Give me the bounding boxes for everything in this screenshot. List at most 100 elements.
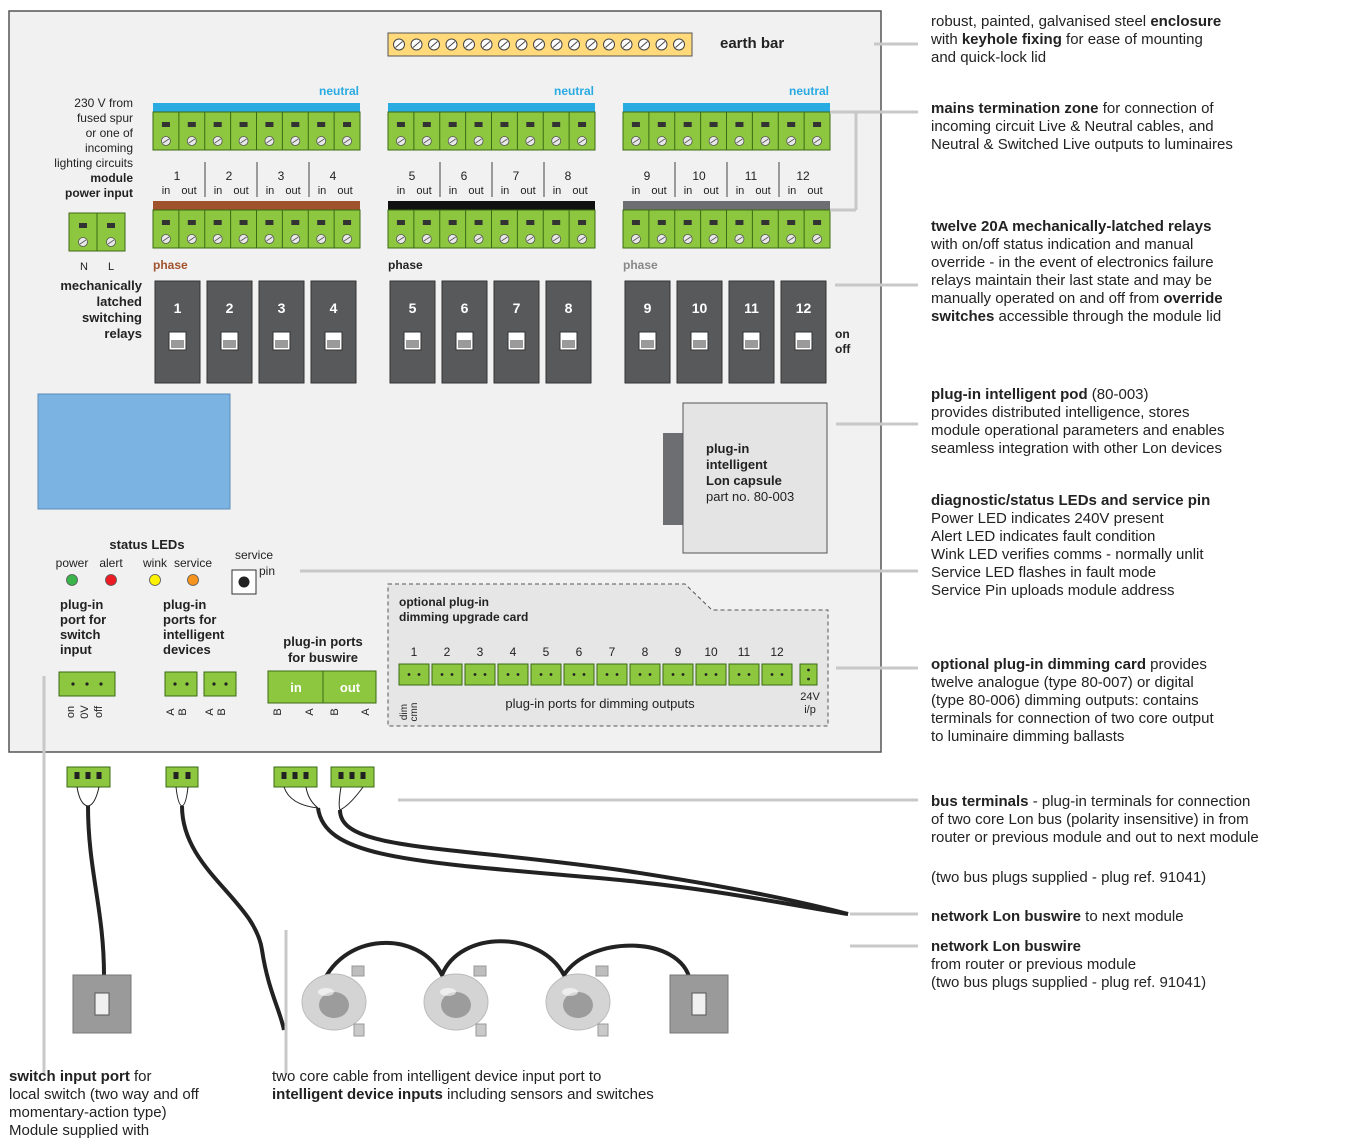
terminal-slot: [578, 122, 587, 127]
dim-port: [464, 663, 496, 686]
screw-slot: [423, 138, 431, 144]
annotation-span: to next module: [1081, 908, 1184, 925]
relay-side-label: switching: [82, 310, 142, 325]
screw-slot: [787, 138, 795, 144]
out-label: out: [233, 185, 248, 197]
terminal-slot: [552, 220, 561, 225]
terminal-slot: [683, 122, 692, 127]
terminal-slot: [787, 122, 796, 127]
terminal-slot: [187, 220, 196, 225]
plug-pin: [85, 772, 91, 779]
dim-number: 4: [510, 645, 517, 659]
terminal-slot: [500, 220, 509, 225]
screw-slot: [79, 239, 87, 245]
port-pin: [71, 682, 75, 686]
plug-pin: [360, 772, 366, 779]
sensor-clip: [351, 965, 365, 977]
switch-rocker: [94, 992, 110, 1016]
override-switch-lever: [327, 340, 340, 348]
alert-led-icon: [105, 574, 117, 586]
terminal-slot: [422, 122, 431, 127]
annotation-span: for connection of: [1098, 100, 1214, 117]
annotation-bold: plug-in intelligent pod: [931, 386, 1088, 403]
port-pin: [407, 673, 411, 676]
switch-pin-label: 0V: [79, 705, 91, 719]
bus-pin-label: B: [329, 708, 341, 715]
annotation-span: from router or previous module: [931, 956, 1137, 973]
switch-pin-label: on: [65, 706, 77, 718]
phase-label: phase: [623, 258, 658, 272]
device-port-1: [164, 671, 198, 697]
screw-slot: [188, 236, 196, 242]
power-led-icon: [66, 574, 78, 586]
port-pin: [212, 682, 216, 686]
screw-slot: [736, 138, 743, 144]
annotation-bold: keyhole fixing: [961, 31, 1062, 48]
terminal-slot: [161, 122, 170, 127]
annotation-span: seamless integration with other Lon devi…: [931, 440, 1222, 457]
dim-port: [530, 663, 562, 686]
service-led-icon: [187, 574, 199, 586]
annotation-bold: override: [1163, 290, 1223, 307]
annotation-text: robust, painted, galvanised steel enclos…: [931, 13, 1221, 67]
annotation-bold: switches: [931, 308, 995, 325]
relay-number: 10: [692, 300, 708, 316]
bus-pin-label: A: [360, 708, 372, 716]
capsule-label: part no. 80-003: [706, 489, 794, 504]
relay: [624, 280, 671, 384]
screw-slot: [162, 236, 170, 242]
power-input-label: fused spur: [77, 111, 133, 125]
device-port-label: plug-in: [163, 597, 206, 612]
screw-slot: [813, 236, 821, 242]
annotation-span: (type 80-006) dimming outputs: contains: [931, 692, 1199, 709]
port-pin: [483, 673, 487, 676]
terminal-slot: [526, 220, 535, 225]
screw-slot: [447, 41, 456, 48]
terminal-slot: [213, 220, 222, 225]
in-label: in: [162, 185, 171, 197]
screw-slot: [570, 41, 578, 48]
dim-port: [662, 663, 694, 686]
out-label: out: [651, 185, 666, 197]
annotation-span: for ease of mounting: [1061, 31, 1203, 48]
annotation-bold: mains termination zone: [931, 100, 1099, 117]
channel-number: 12: [796, 169, 810, 183]
screw-slot: [535, 41, 543, 48]
in-label: in: [214, 185, 223, 197]
annotation-span: router or previous module and out to nex…: [931, 829, 1259, 846]
port-pin: [747, 673, 751, 676]
led-label: wink: [142, 556, 168, 570]
terminal-slot: [474, 122, 483, 127]
relay-number: 7: [513, 300, 521, 316]
service-pin-label: service: [235, 548, 273, 562]
annotation-span: including sensors and switches: [442, 1086, 654, 1103]
screw-slot: [640, 41, 648, 48]
annotation-span: Power LED indicates 240V present: [931, 510, 1164, 527]
relay-side-label: latched: [96, 294, 142, 309]
annotation-span: module operational parameters and enable…: [931, 422, 1225, 439]
relay: [258, 280, 305, 384]
dim-port: [497, 663, 529, 686]
screw-slot: [343, 138, 351, 144]
plug-pin: [173, 772, 179, 779]
sensor-highlight: [440, 988, 456, 996]
switch-rocker: [691, 992, 707, 1016]
port-pin: [473, 673, 477, 676]
off-label: off: [835, 342, 851, 356]
annotation-span: robust, painted, galvanised steel: [931, 13, 1151, 30]
relay-number: 4: [330, 300, 338, 316]
relay-number: 6: [461, 300, 469, 316]
annotation-text: plug-in intelligent pod (80-003)provides…: [931, 386, 1225, 458]
relay-number: 9: [644, 300, 652, 316]
n-label: N: [80, 261, 88, 273]
annotation-span: - plug-in terminals for connection: [1028, 793, 1251, 810]
dim-port: [563, 663, 595, 686]
annotation-bold: optional plug-in dimming card: [931, 656, 1146, 673]
terminal-slot: [448, 122, 457, 127]
relay-number: 5: [409, 300, 417, 316]
screw-slot: [527, 236, 534, 242]
override-switch-lever: [223, 340, 236, 348]
dim-number: 12: [770, 645, 784, 659]
